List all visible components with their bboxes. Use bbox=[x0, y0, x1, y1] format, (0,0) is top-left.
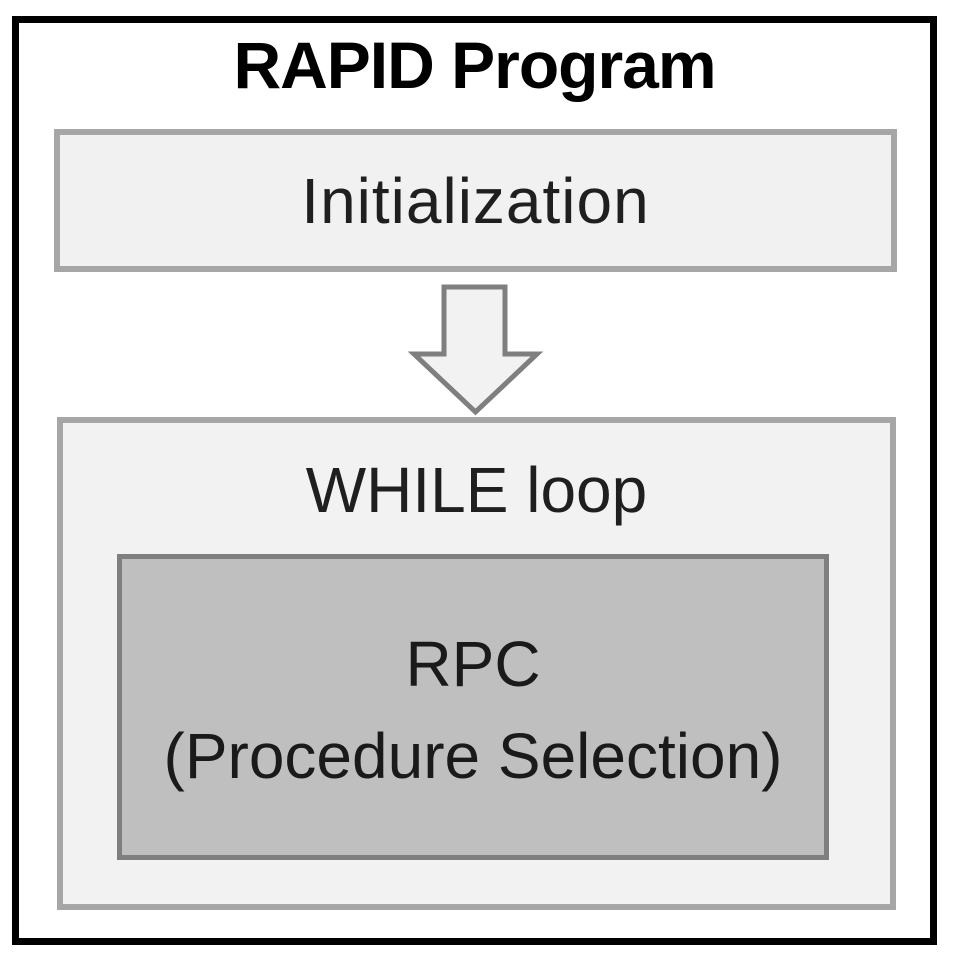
rpc-label-line1: RPC bbox=[405, 628, 541, 700]
while-loop-label: WHILE loop bbox=[305, 454, 648, 526]
initialization-label: Initialization bbox=[301, 164, 650, 237]
initialization-block: Initialization bbox=[54, 129, 897, 272]
diagram-title: RAPID Program bbox=[233, 28, 716, 102]
rpc-label-line2: (Procedure Selection) bbox=[163, 720, 783, 792]
flow-down-arrow-icon bbox=[407, 283, 544, 416]
rpc-block: RPC (Procedure Selection) bbox=[117, 554, 829, 860]
